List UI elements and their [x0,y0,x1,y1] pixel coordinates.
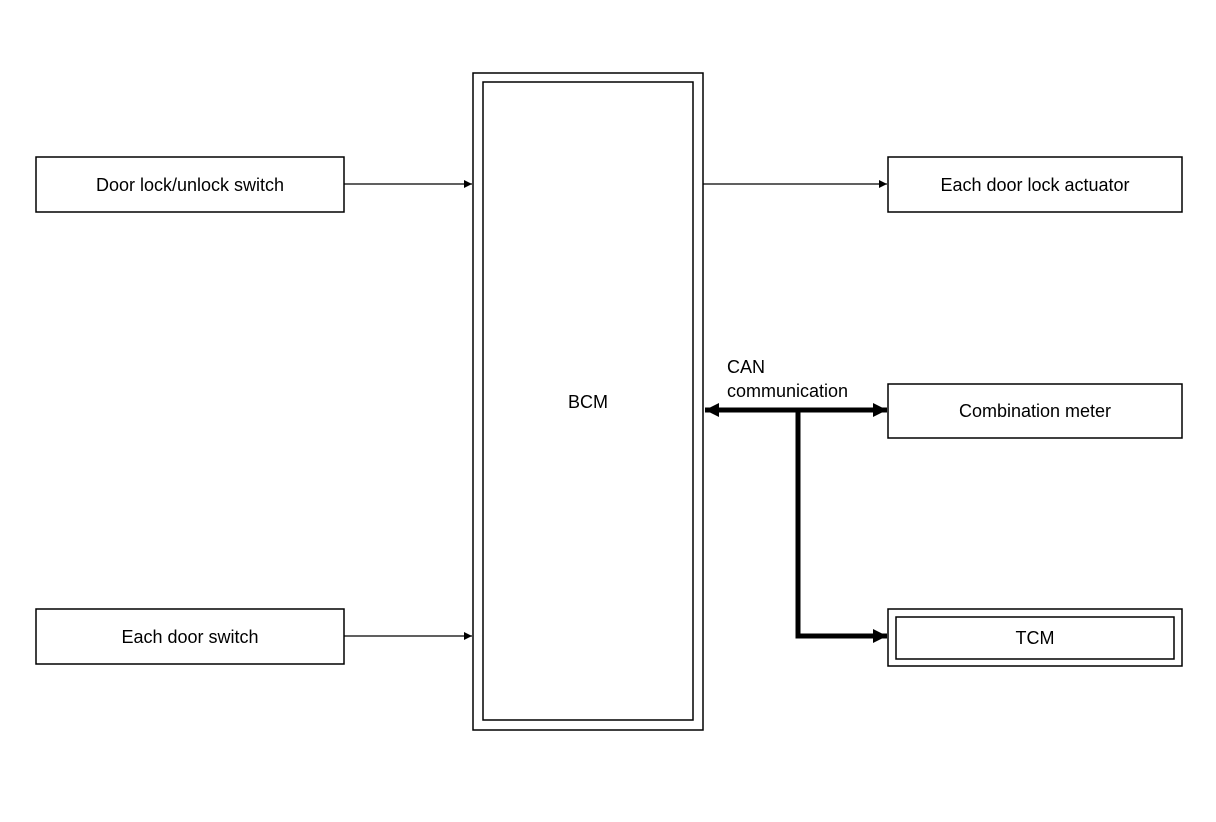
can-label-line1: CAN [727,357,765,377]
node-door-lock-switch: Door lock/unlock switch [35,156,345,213]
node-combination-meter: Combination meter [887,383,1183,439]
node-bcm-label: BCM [568,392,608,412]
node-door-lock-switch-label: Door lock/unlock switch [96,175,284,195]
node-bcm: BCM [472,72,704,731]
node-each-door-switch: Each door switch [35,608,345,665]
node-tcm: TCM [887,608,1183,667]
can-label-line2: communication [727,381,848,401]
node-combination-meter-label: Combination meter [959,401,1111,421]
node-tcm-label: TCM [1016,628,1055,648]
node-each-door-switch-label: Each door switch [121,627,258,647]
node-door-lock-actuator: Each door lock actuator [887,156,1183,213]
can-communication-label: CAN communication [727,357,848,401]
node-door-lock-actuator-label: Each door lock actuator [940,175,1129,195]
can-bus-branch-to-tcm [795,410,887,643]
